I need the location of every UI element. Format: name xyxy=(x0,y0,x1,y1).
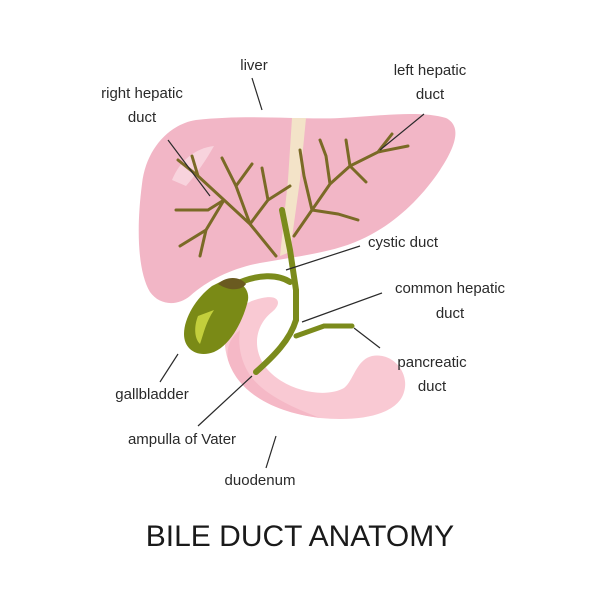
label-right-hepatic-duct-line2: duct xyxy=(128,109,157,126)
right-hepatic-duct-branches xyxy=(174,154,292,258)
pancreatic-duct xyxy=(293,323,355,339)
label-pancreatic-duct-line2: duct xyxy=(418,378,447,395)
label-ampulla-of-vater: ampulla of Vater xyxy=(128,431,236,448)
liver-shape xyxy=(138,113,456,304)
label-right-hepatic-duct-line1: right hepatic xyxy=(101,85,183,102)
gallbladder-neck xyxy=(218,278,246,290)
labels: liver left hepatic duct right hepatic du… xyxy=(101,57,505,489)
leader-duodenum xyxy=(265,435,277,469)
leader-gallbladder xyxy=(159,353,179,383)
common-hepatic-duct xyxy=(279,207,299,323)
label-common-hepatic-duct-line2: duct xyxy=(436,305,465,322)
leader-cystic-duct xyxy=(285,245,361,271)
duodenum-shading xyxy=(227,330,320,418)
left-hepatic-duct-branches xyxy=(292,132,410,238)
label-cystic-duct: cystic duct xyxy=(368,234,439,251)
biliary-tree xyxy=(174,132,410,258)
leader-right-hepatic-duct xyxy=(167,139,211,197)
label-common-hepatic-duct-line1: common hepatic xyxy=(395,280,506,297)
common-bile-duct xyxy=(253,317,299,375)
leader-liver xyxy=(251,77,263,111)
label-left-hepatic-duct-line1: left hepatic xyxy=(394,62,467,79)
leader-pancreatic-duct xyxy=(353,327,381,349)
liver-highlight xyxy=(172,146,214,186)
label-duodenum: duodenum xyxy=(225,472,296,489)
gallbladder xyxy=(184,278,249,354)
leader-ampulla-of-vater xyxy=(197,375,253,427)
gallbladder-highlight xyxy=(195,310,214,344)
duodenum-shape xyxy=(224,297,406,419)
label-left-hepatic-duct-line2: duct xyxy=(416,86,445,103)
label-liver: liver xyxy=(240,57,268,74)
duodenum xyxy=(224,297,406,419)
leader-left-hepatic-duct xyxy=(379,113,425,151)
diagram-title: BILE DUCT ANATOMY xyxy=(146,520,454,553)
extrahepatic-ducts xyxy=(233,207,355,375)
leader-lines xyxy=(159,77,425,469)
label-gallbladder: gallbladder xyxy=(115,386,188,403)
label-pancreatic-duct-line1: pancreatic xyxy=(397,354,467,371)
leader-common-hepatic-duct xyxy=(301,292,383,323)
